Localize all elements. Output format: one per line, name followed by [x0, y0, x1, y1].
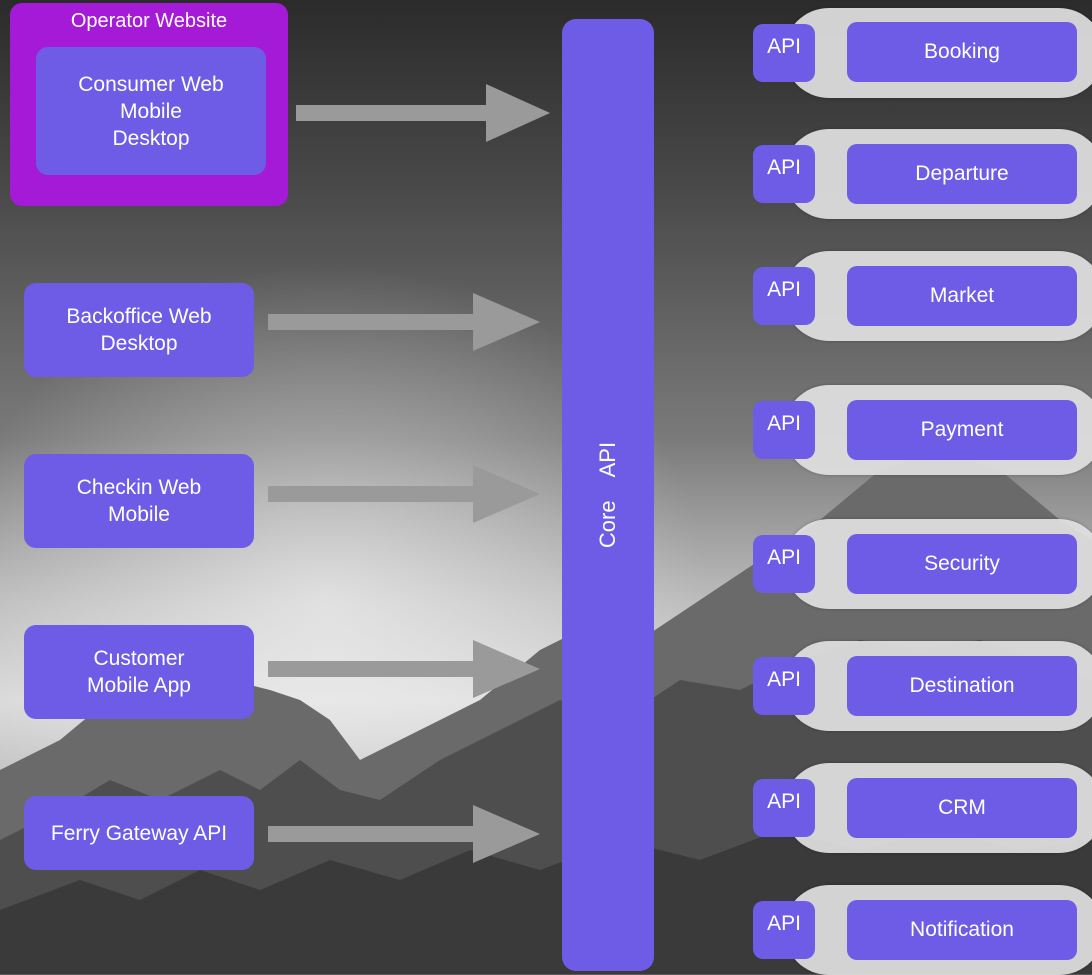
core-api-bar[interactable]: [562, 19, 654, 971]
api-tag-notification[interactable]: API: [753, 901, 815, 959]
service-crm[interactable]: CRM: [847, 778, 1077, 838]
ferry-gateway-api-box[interactable]: Ferry Gateway API: [24, 796, 254, 870]
service-booking[interactable]: Booking: [847, 22, 1077, 82]
arrow-consumer-to-core: [296, 84, 550, 142]
arrow-checkin-to-core: [268, 465, 540, 523]
arrow-ferry-to-core: [268, 805, 540, 863]
service-destination[interactable]: Destination: [847, 656, 1077, 716]
service-security[interactable]: Security: [847, 534, 1077, 594]
operator-website-title: Operator Website: [70, 10, 228, 32]
arrow-customer-to-core: [268, 640, 540, 698]
api-tag-booking[interactable]: API: [753, 24, 815, 82]
service-notification[interactable]: Notification: [847, 900, 1077, 960]
arrow-backoffice-to-core: [268, 293, 540, 351]
service-market[interactable]: Market: [847, 266, 1077, 326]
core-api-label: Core API: [595, 441, 620, 549]
api-tag-crm[interactable]: API: [753, 779, 815, 837]
customer-mobile-app-box[interactable]: Customer Mobile App: [24, 625, 254, 719]
service-departure[interactable]: Departure: [847, 144, 1077, 204]
backoffice-web-box[interactable]: Backoffice Web Desktop: [24, 283, 254, 377]
api-tag-destination[interactable]: API: [753, 657, 815, 715]
consumer-web-box[interactable]: Consumer Web Mobile Desktop: [36, 47, 266, 175]
api-tag-departure[interactable]: API: [753, 145, 815, 203]
service-payment[interactable]: Payment: [847, 400, 1077, 460]
api-tag-security[interactable]: API: [753, 535, 815, 593]
api-tag-payment[interactable]: API: [753, 401, 815, 459]
checkin-web-box[interactable]: Checkin Web Mobile: [24, 454, 254, 548]
api-tag-market[interactable]: API: [753, 267, 815, 325]
